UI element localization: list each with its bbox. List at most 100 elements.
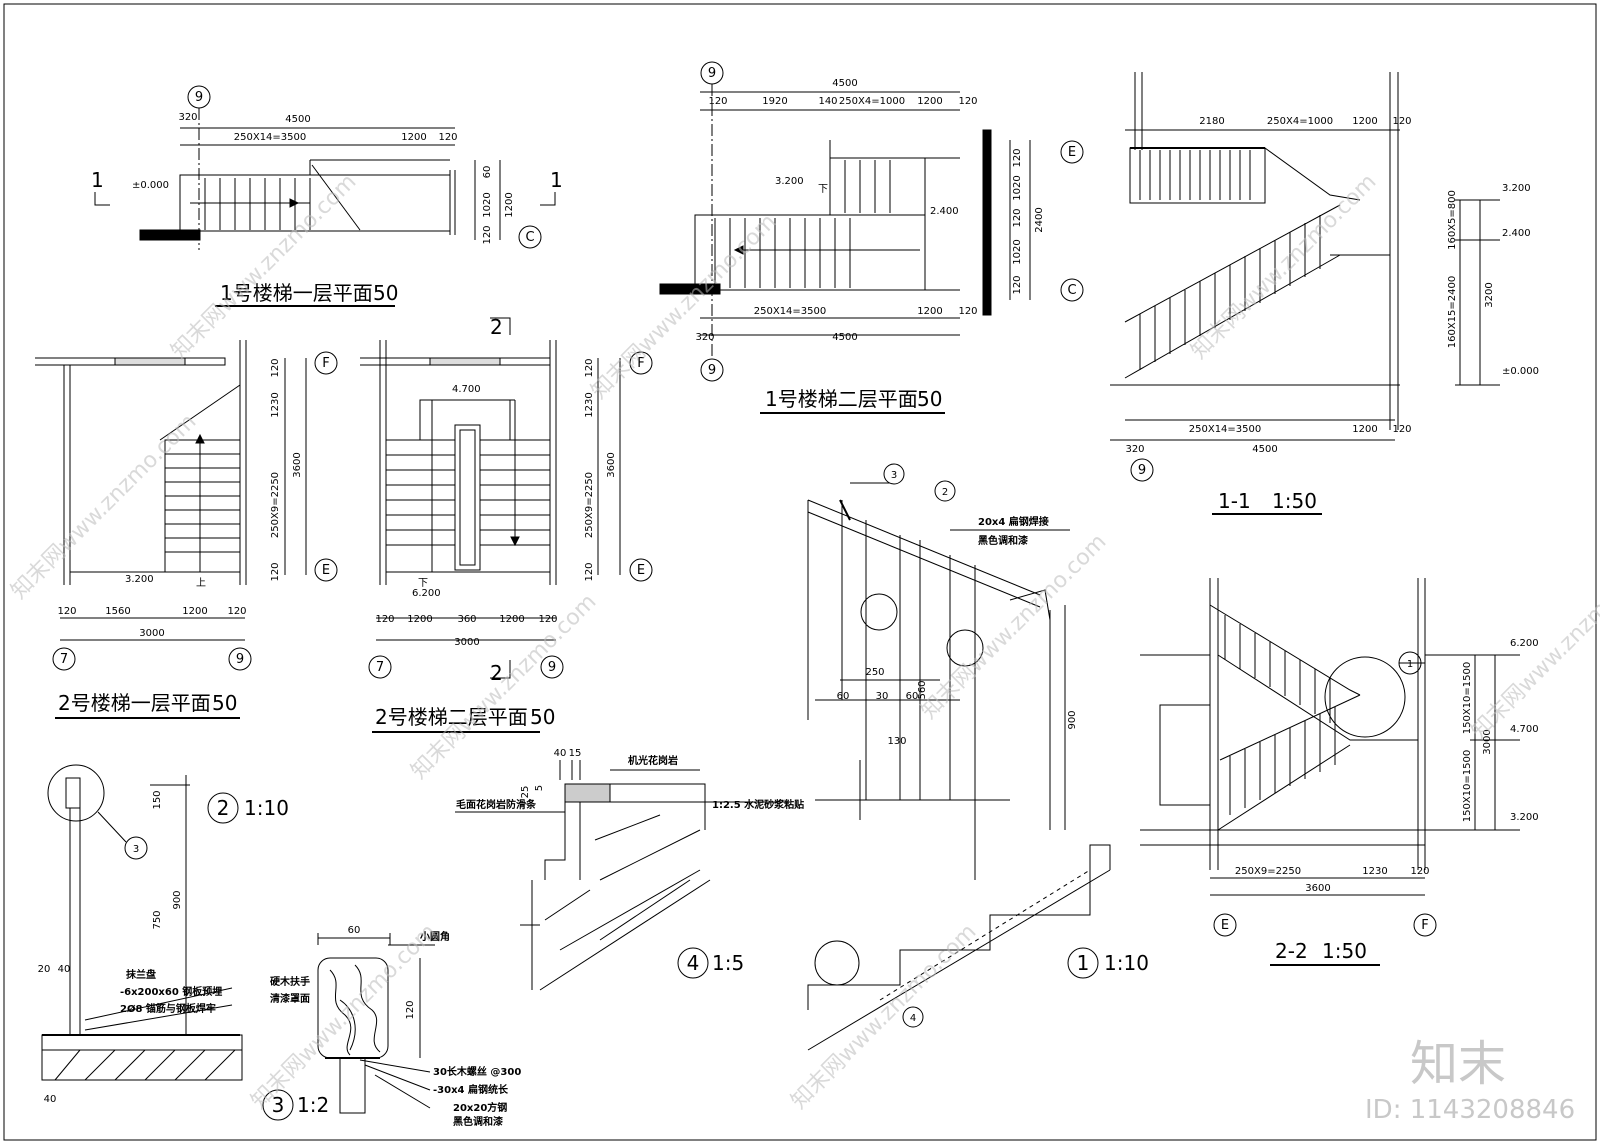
dim-label: 1020 [1012, 175, 1023, 200]
dim-label: 20 [38, 964, 51, 975]
elevation-label: 3.200 [775, 176, 804, 187]
dim-label: 900 [1067, 710, 1078, 729]
dim-label: 1200 [1352, 116, 1377, 127]
dim-label: 130 [887, 736, 906, 747]
dim-label: 750 [152, 910, 163, 929]
dim-label: 1920 [762, 96, 787, 107]
dim-label: 3000 [139, 628, 164, 639]
dim-label: 120 [1392, 424, 1411, 435]
view-title: 1号楼梯二层平面 [765, 387, 918, 411]
elevation-label: ±0.000 [1502, 366, 1539, 377]
detail-4 [455, 760, 790, 991]
section-2-2 [1140, 578, 1520, 937]
elevation-label: 4.700 [452, 384, 481, 395]
axis-label: 9 [708, 66, 716, 81]
axis-label: F [637, 356, 644, 371]
direction-label: 上 [196, 577, 206, 589]
dim-label: 250X14=3500 [234, 132, 307, 143]
direction-label: 下 [418, 578, 428, 589]
detail-callout-circle [47, 764, 105, 822]
stair2-ground-plan [35, 340, 338, 671]
wall-fill [659, 283, 721, 295]
dim-label: 3600 [292, 452, 303, 477]
dim-label: 250X14=3500 [1189, 424, 1262, 435]
dim-label: 4500 [832, 332, 857, 343]
dim-label: 250X4=1000 [1267, 116, 1333, 127]
dim-label: 30 [876, 691, 889, 702]
axis-label: E [637, 563, 645, 578]
watermark-id: ID: 1143208846 [1365, 1095, 1575, 1125]
section11-balusters [1139, 150, 1251, 200]
note-text: 毛面花岗岩防滑条 [456, 798, 537, 811]
section-1-1 [1110, 72, 1500, 482]
axis-label: E [1221, 918, 1229, 933]
direction-label: 下 [818, 184, 828, 195]
elevation-label: 3.200 [1502, 183, 1531, 194]
dim-label: 120 [57, 606, 76, 617]
note-text: 20x4 扁钢焊接 [978, 515, 1049, 528]
view-title: 1号楼梯一层平面 [220, 281, 373, 305]
section-mark: 1 [91, 168, 104, 192]
view-scale: 1:50 [1272, 489, 1317, 513]
dim-label: 320 [695, 332, 714, 343]
handrail-circle [946, 629, 984, 667]
dim-label: 3200 [1484, 282, 1495, 307]
dim-label: 120 [1012, 148, 1023, 167]
stair2-ground-treads [165, 453, 240, 553]
elevation-label: 6.200 [412, 588, 441, 599]
axis-bubble [518, 225, 542, 249]
axis-label: 9 [548, 660, 556, 675]
dim-label: 1020 [1012, 239, 1023, 264]
detail-callout-circle [814, 940, 860, 986]
note-text: 黑色调和漆 [453, 1115, 503, 1128]
handrail-circle [860, 593, 898, 631]
view-scale: 50 [917, 387, 942, 411]
axis-bubble [1213, 913, 1237, 937]
axis-bubble [629, 558, 653, 582]
detail-1 [807, 463, 1111, 1051]
dim-label: 120 [1392, 116, 1411, 127]
wall-fill [982, 129, 992, 316]
dim-label: 4500 [285, 114, 310, 125]
dim-label: 1560 [105, 606, 130, 617]
dim-label: 4500 [1252, 444, 1277, 455]
dim-label: 1200 [504, 192, 515, 217]
view-title: 2-2 [1275, 939, 1308, 963]
dim-label: 15 [569, 748, 582, 759]
dim-label: 1200 [401, 132, 426, 143]
section11-flight-balusters [1139, 215, 1321, 370]
detail-ref-bubble [902, 1006, 924, 1028]
detail-title-bubble [207, 792, 239, 824]
elevation-label: 4.700 [1510, 724, 1539, 735]
view-title: 1-1 [1218, 489, 1251, 513]
dim-label: 120 [270, 358, 281, 377]
detail-title-bubble [677, 947, 709, 979]
dim-label: 40 [58, 964, 71, 975]
dim-label: 3000 [1482, 729, 1493, 754]
dim-label: 250X9=2250 [270, 472, 281, 538]
dim-label: 2180 [1199, 116, 1224, 127]
dim-label: 120 [375, 614, 394, 625]
dim-label: 1200 [407, 614, 432, 625]
stair2-upper-plan [360, 317, 653, 679]
axis-bubble [368, 655, 392, 679]
section22-lower-balusters [1229, 707, 1336, 815]
dim-label: 3600 [1305, 883, 1330, 894]
axis-label: 9 [195, 90, 203, 105]
elevation-label: 3.200 [125, 574, 154, 585]
dim-label: 25 [520, 786, 531, 799]
elevation-label: 2.400 [930, 206, 959, 217]
axis-bubble [314, 351, 338, 375]
dim-label: 120 [584, 358, 595, 377]
note-text: 黑色调和漆 [978, 534, 1028, 547]
axis-bubble [1060, 278, 1084, 302]
axis-label: E [322, 563, 330, 578]
dim-label: 120 [958, 306, 977, 317]
axis-label: F [1421, 918, 1428, 933]
section-mark: 2 [490, 315, 503, 339]
elevation-label: 2.400 [1502, 228, 1531, 239]
dim-label: 150 [152, 790, 163, 809]
dim-label: 250X14=3500 [754, 306, 827, 317]
axis-bubble [1060, 140, 1084, 164]
dim-label: 60 [482, 166, 493, 179]
